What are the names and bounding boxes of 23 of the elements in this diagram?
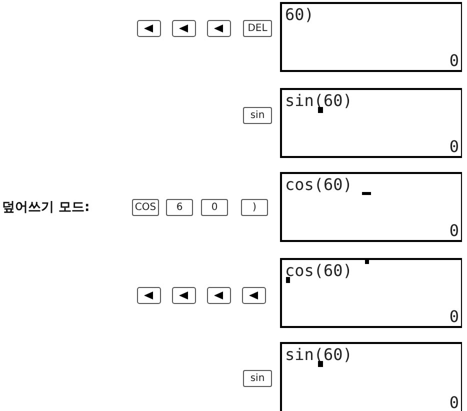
display-expression: 60) — [285, 5, 314, 24]
display-result: 0 — [449, 51, 459, 70]
calculator-display — [280, 2, 462, 72]
calculator-key: sin — [243, 107, 272, 124]
calculator-key: ) — [241, 199, 268, 216]
calculator-key: COS — [132, 199, 159, 216]
display-expression: cos(60) — [285, 261, 352, 280]
calculator-key: sin — [243, 370, 272, 387]
display-expression: cos(60) — [285, 175, 352, 194]
display-result: 0 — [449, 221, 459, 240]
display-result: 0 — [449, 393, 459, 411]
display-result: 0 — [449, 307, 459, 326]
calculator-display — [280, 88, 462, 158]
mode-label: 덮어쓰기 모드: — [2, 199, 90, 216]
display-result: 0 — [449, 137, 459, 156]
calculator-display — [280, 172, 462, 242]
calculator-key: DEL — [243, 20, 272, 37]
display-expression: sin(60) — [285, 91, 352, 110]
display-expression: sin(60) — [285, 345, 352, 364]
calculator-display — [280, 258, 462, 328]
calculator-display — [280, 342, 462, 411]
calculator-key: 0 — [201, 199, 228, 216]
calculator-key: 6 — [166, 199, 193, 216]
